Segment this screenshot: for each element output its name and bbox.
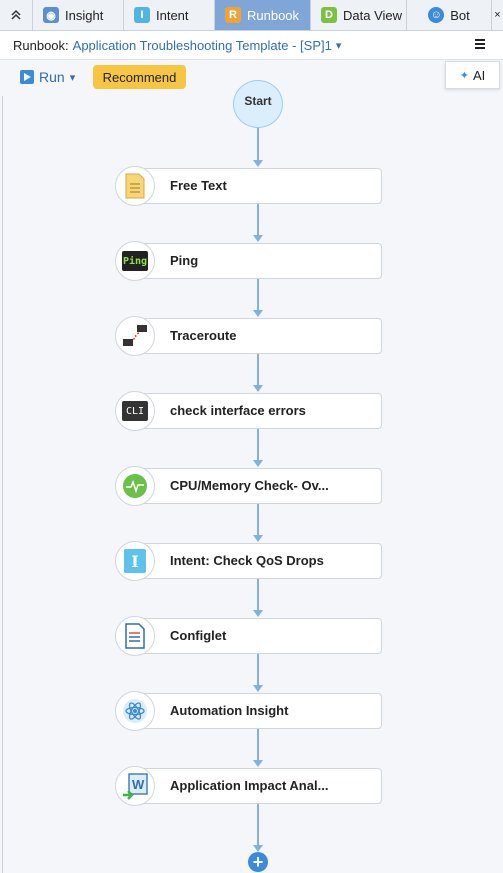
document-icon <box>125 173 145 199</box>
flow-node-check-interface-errors[interactable] <box>136 393 382 429</box>
flow-node-label: Free Text <box>170 178 227 193</box>
flow-node-label: Ping <box>170 253 199 268</box>
flow-node-traceroute[interactable] <box>136 318 382 354</box>
plus-icon: + <box>252 852 264 872</box>
flow-node-label: Traceroute <box>170 328 237 343</box>
tab-bot-label: Bot <box>450 7 470 23</box>
close-icon: × <box>494 9 501 21</box>
connector-line <box>257 354 259 385</box>
tab-intent[interactable]: I Intent <box>124 0 215 30</box>
word-export-icon: W <box>123 773 148 800</box>
intent-icon: I <box>124 549 146 573</box>
flow-node-label: Configlet <box>170 628 227 643</box>
connector-line <box>257 504 259 535</box>
flow-node-configlet[interactable] <box>136 618 382 654</box>
play-icon <box>20 70 34 84</box>
ai-button[interactable]: ✦ AI <box>445 61 500 89</box>
sparkle-icon: ✦ <box>459 69 469 82</box>
svg-text:W: W <box>132 777 145 792</box>
bot-icon: ☺ <box>428 7 445 23</box>
module-tab-bar: ◉ Insight I Intent R Runbook D Data View… <box>0 0 503 31</box>
arrow-down-icon <box>253 460 263 467</box>
cli-icon: CLI <box>122 401 148 421</box>
atom-icon <box>123 699 147 723</box>
connector-line <box>257 204 259 235</box>
flow-node-automation-insight[interactable] <box>136 693 382 729</box>
start-label: Start <box>244 94 272 108</box>
arrow-down-icon <box>253 610 263 617</box>
run-label: Run <box>39 69 65 85</box>
start-node[interactable]: Start <box>233 80 283 128</box>
data-view-icon: D <box>321 7 337 23</box>
connector-line <box>257 128 259 160</box>
ping-icon: Ping <box>122 251 148 271</box>
connector-line <box>257 429 259 460</box>
runbook-label: Runbook: <box>13 37 69 53</box>
flow-node-ping[interactable] <box>136 243 382 279</box>
tab-data-view-label: Data View <box>343 7 403 23</box>
run-button[interactable]: Run ▾ <box>20 69 75 85</box>
configlet-icon <box>125 623 145 649</box>
flow-node-label: Intent: Check QoS Drops <box>170 553 324 568</box>
flow-node-label: Application Impact Anal... <box>170 778 329 793</box>
tab-data-view[interactable]: D Data View <box>311 0 407 30</box>
tab-insight-label: Insight <box>65 7 104 23</box>
flow-node-label: Automation Insight <box>170 703 289 718</box>
flow-node-intent-check-qos-drops[interactable] <box>136 543 382 579</box>
canvas-border <box>2 96 3 873</box>
flow-node-application-impact-analysis[interactable] <box>136 768 382 804</box>
arrow-down-icon <box>253 845 263 852</box>
flow-node-circle <box>115 166 155 206</box>
runbook-icon: R <box>225 7 241 23</box>
add-step-button[interactable]: + <box>248 852 268 872</box>
arrow-down-icon <box>253 310 263 317</box>
hamburger-menu-icon[interactable] <box>475 39 485 51</box>
tab-runbook[interactable]: R Runbook <box>215 0 311 30</box>
flow-node-circle: Ping <box>115 241 155 281</box>
flow-node-circle: I <box>115 541 155 581</box>
connector-line <box>257 804 259 845</box>
runbook-toolbar: Run ▾ Recommend <box>0 60 503 96</box>
flow-node-label: CPU/Memory Check- Ov... <box>170 478 329 493</box>
chevron-down-icon: ▾ <box>69 71 76 84</box>
flow-node-circle <box>115 466 155 506</box>
insight-icon: ◉ <box>43 7 59 23</box>
runbook-header: Runbook: Application Troubleshooting Tem… <box>0 31 503 60</box>
flow-node-label: check interface errors <box>170 403 306 418</box>
connector-line <box>257 579 259 610</box>
arrow-down-icon <box>253 535 263 542</box>
pulse-icon <box>123 474 147 498</box>
chevron-down-icon[interactable]: ▾ <box>335 39 342 52</box>
tab-insight[interactable]: ◉ Insight <box>33 0 124 30</box>
double-chevron-up-icon <box>11 9 21 20</box>
connector-line <box>257 729 259 760</box>
tab-runbook-label: Runbook <box>247 7 300 23</box>
flow-node-circle <box>115 316 155 356</box>
connector-line <box>257 654 259 685</box>
ai-label: AI <box>472 67 486 83</box>
tab-overflow[interactable]: × <box>491 0 503 30</box>
arrow-down-icon <box>253 385 263 392</box>
arrow-down-icon <box>253 235 263 242</box>
flow-node-cpu-memory-check[interactable] <box>136 468 382 504</box>
traceroute-icon <box>123 325 147 346</box>
tab-bot[interactable]: ☺ Bot <box>407 0 491 30</box>
flow-node-circle: CLI <box>115 391 155 431</box>
flow-node-circle: W <box>115 766 155 806</box>
arrow-down-icon <box>253 160 263 167</box>
intent-icon: I <box>134 7 150 23</box>
recommend-button[interactable]: Recommend <box>93 65 186 89</box>
arrow-down-icon <box>253 685 263 692</box>
arrow-down-icon <box>253 760 263 767</box>
connector-line <box>257 279 259 310</box>
runbook-title[interactable]: Application Troubleshooting Template - [… <box>72 37 332 53</box>
flow-node-free-text[interactable] <box>136 168 382 204</box>
collapse-button[interactable] <box>0 0 33 30</box>
tab-intent-label: Intent <box>156 7 189 23</box>
flow-node-circle <box>115 691 155 731</box>
flow-node-circle <box>115 616 155 656</box>
